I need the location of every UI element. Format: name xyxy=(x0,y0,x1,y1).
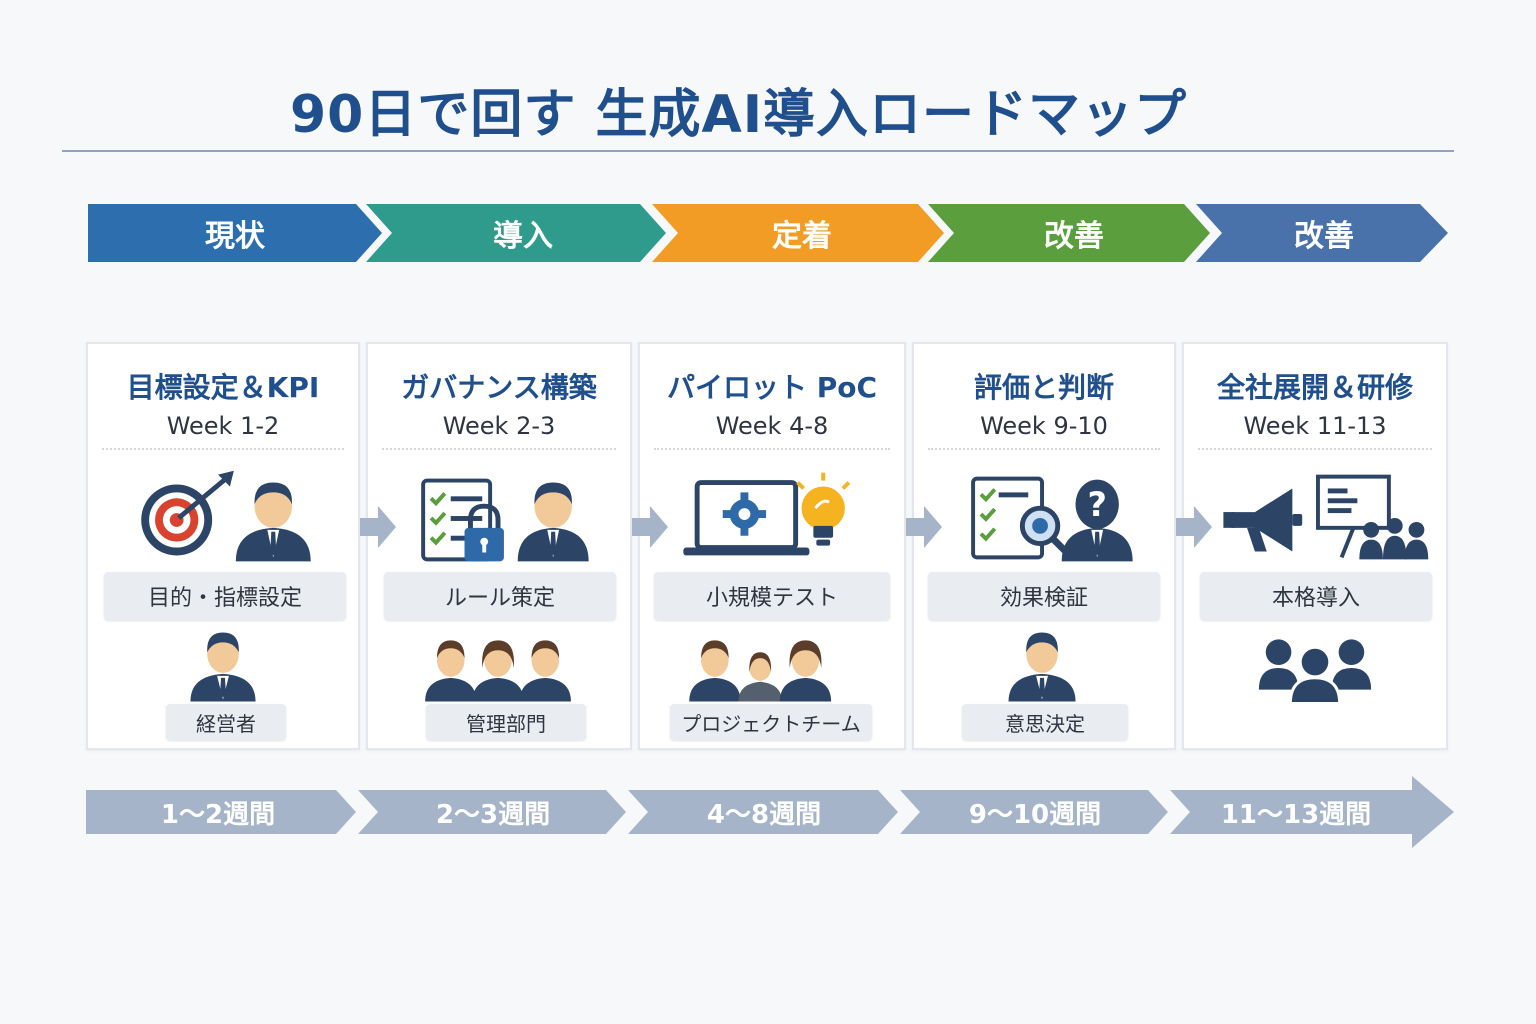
report-magnifier-icon xyxy=(971,476,1071,560)
group-icon xyxy=(1258,639,1372,704)
phase-label-2: 導入 xyxy=(493,219,553,254)
target-icon xyxy=(141,470,234,556)
card-divider xyxy=(1198,448,1432,450)
card-icons xyxy=(1184,468,1446,568)
lock-icon xyxy=(464,503,504,562)
card-role: プロジェクトチーム xyxy=(670,704,872,740)
card-divider xyxy=(928,448,1160,450)
card-icons xyxy=(640,468,904,568)
question-person-icon: ? xyxy=(1061,479,1133,562)
phase-chevron-1 xyxy=(88,204,382,262)
card-title: 目標設定＆KPI xyxy=(126,371,320,404)
card-icons xyxy=(88,468,358,568)
phase-chevron-3 xyxy=(652,204,944,262)
training-icon xyxy=(1315,474,1429,560)
timeline-segment-4 xyxy=(900,790,1168,834)
phase-bar: 現状 導入 定着 改善 改善 xyxy=(88,204,1448,262)
card-role: 経営者 xyxy=(166,704,286,740)
timeline-label-2: 2～3週間 xyxy=(435,799,551,830)
card-week: Week 1-2 xyxy=(166,412,280,440)
card-people xyxy=(640,628,904,704)
megaphone-icon xyxy=(1223,488,1303,552)
phase-chevron-4 xyxy=(928,204,1210,262)
phase-label-4: 改善 xyxy=(1044,219,1104,254)
card-role: 管理部門 xyxy=(426,704,586,740)
card-people xyxy=(914,628,1174,704)
card-week: Week 9-10 xyxy=(980,412,1108,440)
card-icons: ? xyxy=(914,468,1174,568)
card-label: 小規模テスト xyxy=(654,572,890,620)
card-week: Week 4-8 xyxy=(715,412,829,440)
card-divider xyxy=(382,448,616,450)
card-label: ルール策定 xyxy=(384,572,616,620)
team-icon xyxy=(689,640,832,702)
card-title: 全社展開＆研修 xyxy=(1216,371,1413,404)
card-title: ガバナンス構築 xyxy=(401,371,597,404)
timeline-label-5: 11～13週間 xyxy=(1220,799,1372,830)
phase-chevron-5 xyxy=(1196,204,1448,262)
step-card-2: ガバナンス構築 Week 2-3 xyxy=(366,342,632,750)
card-role: 意思決定 xyxy=(962,704,1128,740)
step-card-5: 全社展開＆研修 Week 11-13 xyxy=(1182,342,1448,750)
lightbulb-icon xyxy=(796,472,851,546)
timeline-segment-1 xyxy=(86,790,356,834)
step-arrow-icon-1 xyxy=(360,506,396,548)
card-label: 本格導入 xyxy=(1200,572,1432,620)
timeline-label-4: 9～10週間 xyxy=(968,799,1102,830)
phase-chevron-2 xyxy=(366,204,666,262)
card-title: パイロット PoC xyxy=(666,371,878,404)
svg-text:?: ? xyxy=(1087,485,1106,524)
card-title: 評価と判断 xyxy=(973,371,1114,404)
title-divider xyxy=(62,150,1454,152)
step-card-3: パイロット PoC Week 4-8 xyxy=(638,342,906,750)
timeline-label-3: 4～8週間 xyxy=(706,799,822,830)
timeline-label-1: 1～2週間 xyxy=(160,799,276,830)
step-arrow-icon-2 xyxy=(632,506,668,548)
card-label: 効果検証 xyxy=(928,572,1160,620)
card-divider xyxy=(102,448,344,450)
card-week: Week 11-13 xyxy=(1243,412,1387,440)
timeline-segment-3 xyxy=(628,790,898,834)
step-arrow-icon-4 xyxy=(1176,506,1212,548)
timeline-segment-5 xyxy=(1170,776,1454,848)
person-icon xyxy=(1008,632,1076,702)
card-divider xyxy=(654,448,890,450)
step-card-4: 評価と判断 Week 9-10 ? 効果検証 xyxy=(912,342,1176,750)
card-people xyxy=(368,628,630,704)
card-week: Week 2-3 xyxy=(442,412,556,440)
timeline-bar xyxy=(86,776,1454,848)
team-icon xyxy=(425,640,571,702)
card-label: 目的・指標設定 xyxy=(104,572,346,620)
card-people xyxy=(88,628,358,704)
phase-chevrons xyxy=(88,204,1448,262)
phase-label-3: 定着 xyxy=(772,219,832,254)
businessman-icon xyxy=(517,482,589,562)
page-title: 90日で回す 生成AI導入ロードマップ xyxy=(290,85,1188,145)
person-icon xyxy=(190,632,256,702)
step-arrow-icon-3 xyxy=(906,506,942,548)
phase-label-1: 現状 xyxy=(205,219,265,254)
card-people xyxy=(1184,628,1446,704)
timeline-segment-2 xyxy=(358,790,626,834)
businessman-icon xyxy=(235,482,311,562)
phase-label-5: 改善 xyxy=(1294,219,1354,254)
laptop-gear-icon xyxy=(683,480,810,556)
card-icons xyxy=(368,468,630,568)
step-card-1: 目標設定＆KPI Week 1-2 目的・指標設定 xyxy=(86,342,360,750)
